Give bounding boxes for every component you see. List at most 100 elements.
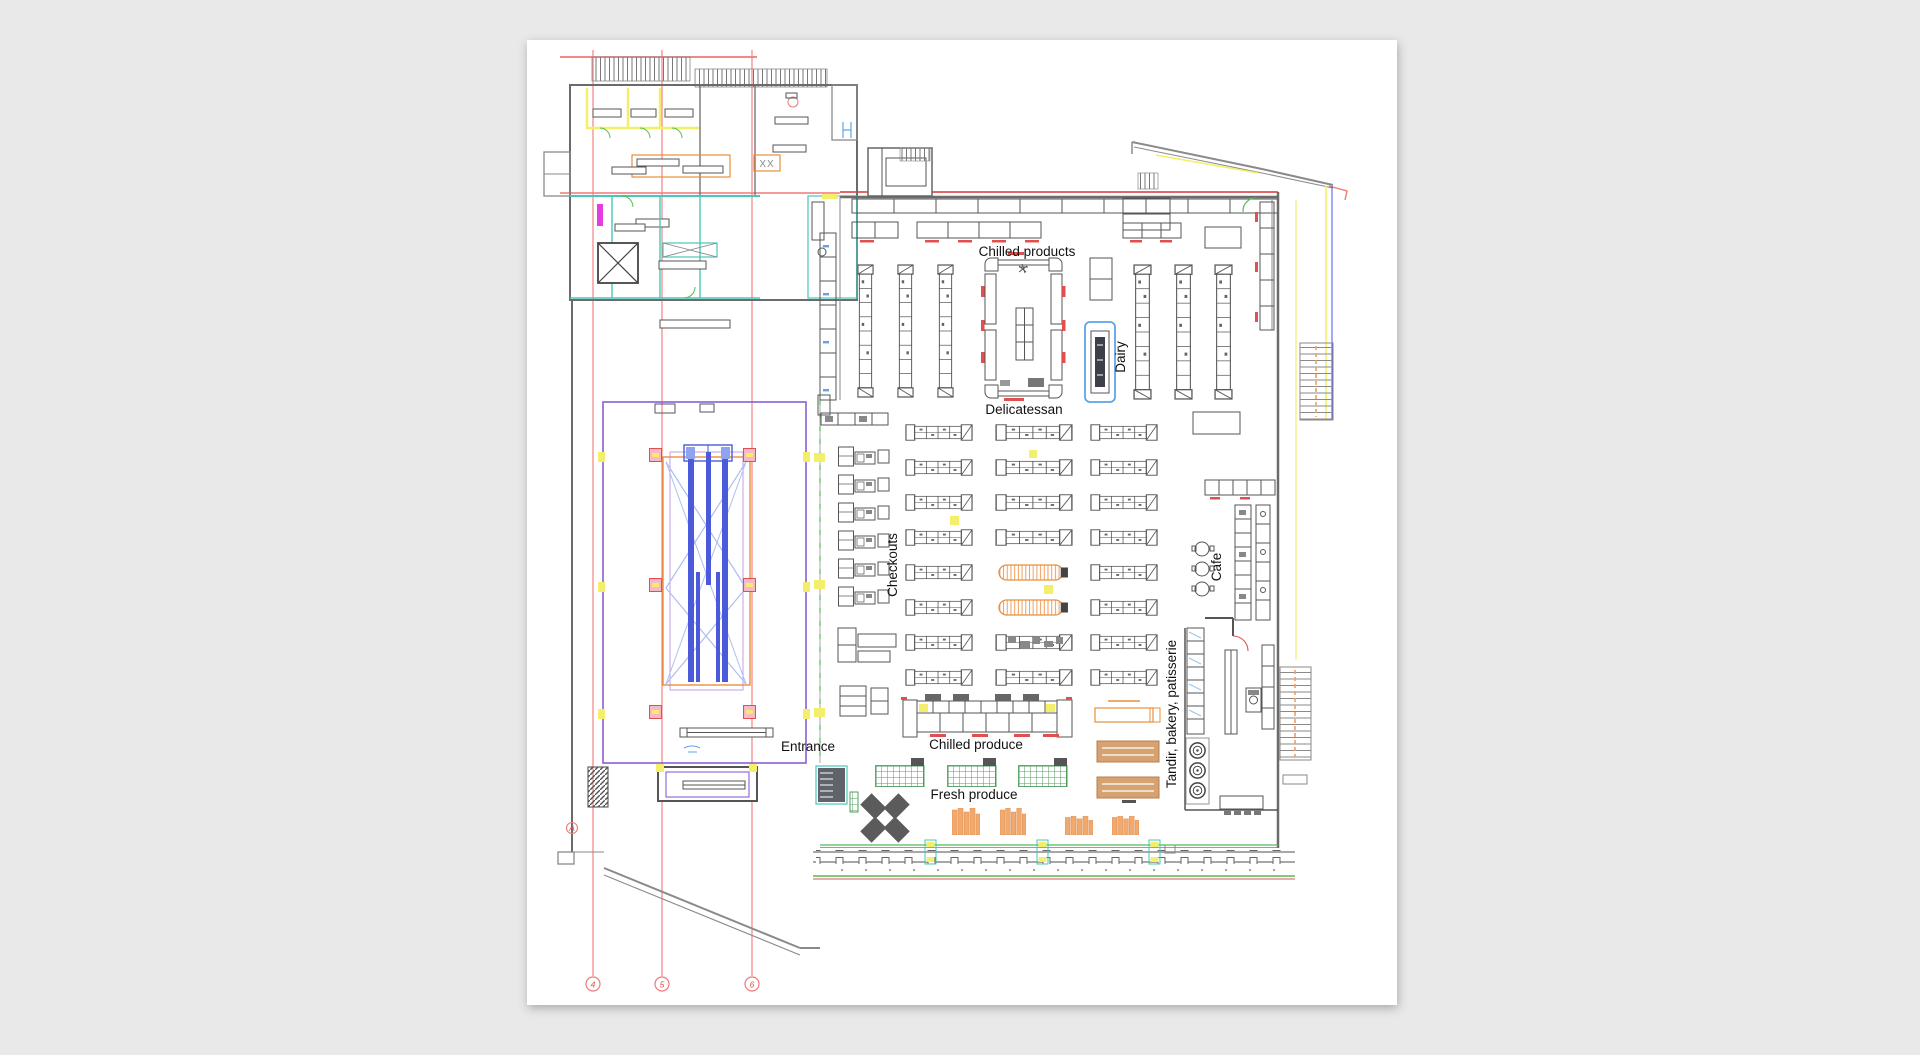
checkout-zone (837, 446, 897, 717)
gondola-shelf (1090, 424, 1158, 441)
column-marker (649, 705, 662, 719)
hatched-column (587, 766, 609, 808)
dairy-cabinet (1084, 321, 1116, 403)
mid-sales-zone (905, 424, 1158, 686)
door-arc (599, 127, 611, 139)
drawing-sheet (527, 40, 1397, 1005)
wall-cabinet (1122, 222, 1182, 239)
boh-outer-wall (569, 84, 858, 301)
gondola-shelf (905, 494, 973, 511)
gondola-shelf (905, 669, 973, 686)
column-marker (649, 578, 662, 592)
bench (658, 260, 707, 270)
room-code-box (753, 154, 781, 172)
gondola-shelf (905, 634, 973, 651)
grid-bubble-label: 5 (660, 980, 665, 990)
tandir-oven (1189, 742, 1206, 759)
grid-table (1204, 226, 1242, 249)
structural-grid-lines (560, 50, 1348, 976)
entrance-vestibule (657, 766, 758, 802)
major-pier (924, 839, 937, 865)
bakery-equipment (1245, 687, 1262, 713)
cafe-table (1191, 561, 1215, 577)
gondola-shelf (995, 669, 1073, 686)
roof-canopy-hatch (694, 68, 828, 88)
bakery-rack-column (1186, 627, 1205, 735)
exterior-ramp (603, 867, 801, 949)
desk (774, 116, 809, 125)
bakery-table (1096, 776, 1160, 799)
label-entrance: Entrance (781, 739, 835, 754)
cafe-zone (1191, 479, 1276, 621)
stocked-gondola-detail (1008, 636, 1063, 648)
column-marker (649, 448, 662, 462)
l-cabinet-row (820, 412, 889, 426)
tandir-oven (1189, 762, 1206, 779)
major-pier (1036, 839, 1049, 865)
chilled-produce-cabinet (901, 694, 1073, 738)
gondola-shelf (1090, 459, 1158, 476)
produce-table (849, 791, 859, 813)
grid-bubble-label: 6 (750, 980, 755, 990)
shaft-x-box (662, 242, 718, 258)
cafe-counter (1234, 504, 1252, 621)
tandir-block (1185, 737, 1210, 805)
stairwell (597, 242, 639, 284)
colonnade-piers (816, 850, 1292, 864)
gondola-shelf (1090, 494, 1158, 511)
gondola-shelf (857, 264, 874, 398)
label-delicatessan: Delicatessan (985, 402, 1062, 417)
desk (772, 144, 807, 153)
column-marker (743, 448, 756, 462)
grid-bubbles: 4 5 6 A (565, 821, 760, 992)
door-arc (621, 195, 634, 208)
promo-bin (998, 564, 1069, 581)
gondola-shelf (1090, 634, 1158, 651)
column-marker (743, 705, 756, 719)
gondola-shelf (995, 494, 1073, 511)
desk (682, 165, 724, 174)
cafe-table (1191, 581, 1215, 597)
cafe-north-counter (1204, 479, 1276, 500)
gondola-shelf (897, 264, 914, 398)
west-wall-cabinets (819, 232, 837, 401)
roof-canopy-hatch (591, 56, 691, 82)
gondola-shelf (905, 599, 973, 616)
label-dairy: Dairy (1113, 341, 1128, 373)
sales-area-shell (817, 122, 1334, 848)
label-room-code: XX (759, 159, 774, 170)
gondola-shelf (1090, 529, 1158, 546)
gondola-shelf (1090, 669, 1158, 686)
cafe-table (1191, 541, 1215, 557)
bread-display (1219, 795, 1264, 810)
trolley-bay (815, 765, 848, 805)
deli-island (981, 252, 1066, 401)
south-promenade (813, 839, 1295, 880)
dots-row (820, 869, 1290, 873)
desk (614, 223, 646, 232)
desk (592, 108, 622, 118)
major-pier (1148, 839, 1161, 865)
gondola-shelf (1214, 264, 1233, 400)
plant-symbol (683, 745, 701, 753)
gondola-shelf (905, 424, 973, 441)
label-chilled-products: Chilled products (979, 244, 1076, 259)
desk (630, 108, 657, 118)
gondola-shelf (937, 264, 954, 398)
gondola-shelf (1133, 264, 1152, 400)
label-tandir-bakery-patisserie: Tandir, bakery, patisserie (1164, 640, 1179, 788)
gondola-shelf (905, 459, 973, 476)
magenta-fixture (597, 204, 603, 226)
kiosk-pair (839, 685, 889, 717)
bakery-zone (1164, 617, 1278, 854)
upper-sales-zone (857, 252, 1241, 435)
grid-bubble-label: 4 (591, 980, 596, 990)
star-symbol (1018, 263, 1028, 274)
gondola-shelf (1090, 564, 1158, 581)
gondola-shelf (905, 564, 973, 581)
door-arc (1242, 197, 1258, 213)
door-arc (1232, 635, 1249, 652)
service-desk (837, 627, 897, 663)
column-marker (743, 578, 756, 592)
